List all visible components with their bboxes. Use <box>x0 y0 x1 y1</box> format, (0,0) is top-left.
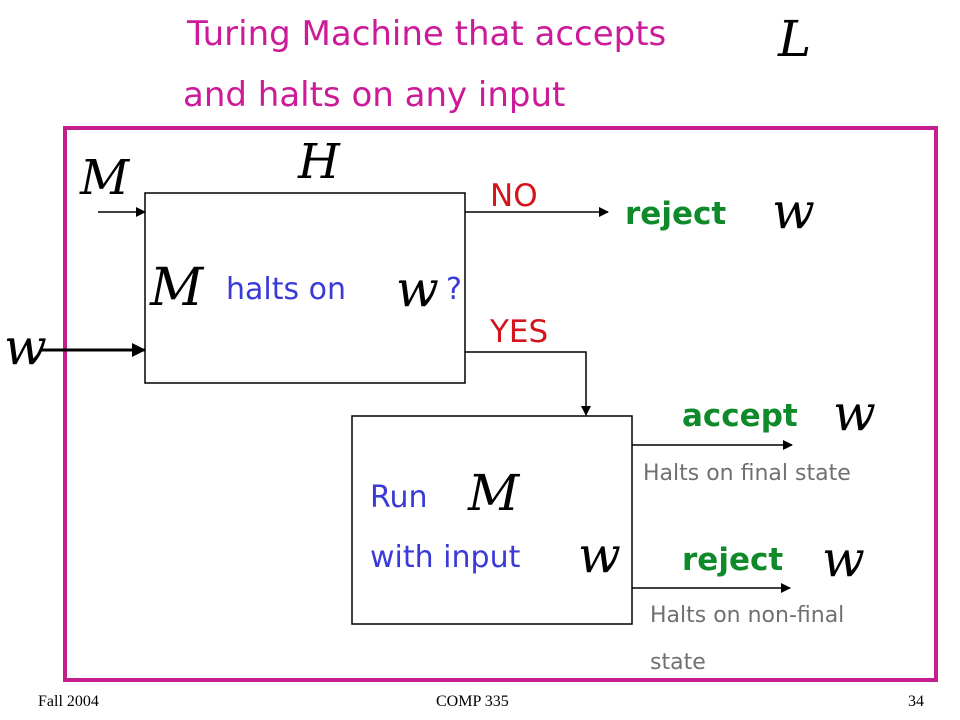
reject-symbol: w <box>822 530 865 588</box>
question-symbol-m: M <box>150 258 204 318</box>
title-symbol-l: L <box>778 10 812 68</box>
decider-box <box>144 192 466 384</box>
simulator-line1: Run <box>370 480 428 515</box>
reject-note-line2: state <box>650 650 706 675</box>
footer-page-number: 34 <box>908 693 924 710</box>
reject-label: reject <box>682 542 784 578</box>
title-line2: and halts on any input <box>183 75 566 115</box>
simulator-line2: with input <box>370 540 521 575</box>
input-w-symbol: w <box>4 318 47 376</box>
no-result-symbol: w <box>772 182 815 240</box>
decider-name: H <box>298 134 340 190</box>
no-result-label: reject <box>625 196 727 232</box>
accept-note: Halts on final state <box>643 461 851 486</box>
yes-label: YES <box>490 314 549 350</box>
footer-left: Fall 2004 <box>38 693 99 710</box>
title-line1: Turing Machine that accepts <box>187 14 667 54</box>
accept-symbol: w <box>833 384 876 442</box>
reject-note-line1: Halts on non-final <box>650 603 845 628</box>
question-symbol-w: w <box>396 260 439 318</box>
question-text: halts on <box>226 272 347 307</box>
simulator-symbol-w: w <box>578 526 621 584</box>
input-m-symbol: M <box>80 150 130 206</box>
simulator-box <box>351 415 633 625</box>
question-mark: ? <box>446 272 462 307</box>
no-label: NO <box>490 178 538 214</box>
simulator-symbol-m: M <box>468 464 520 522</box>
yes-connector <box>465 351 591 416</box>
outer-frame <box>63 126 938 682</box>
footer-center: COMP 335 <box>436 693 509 710</box>
accept-label: accept <box>682 398 798 434</box>
